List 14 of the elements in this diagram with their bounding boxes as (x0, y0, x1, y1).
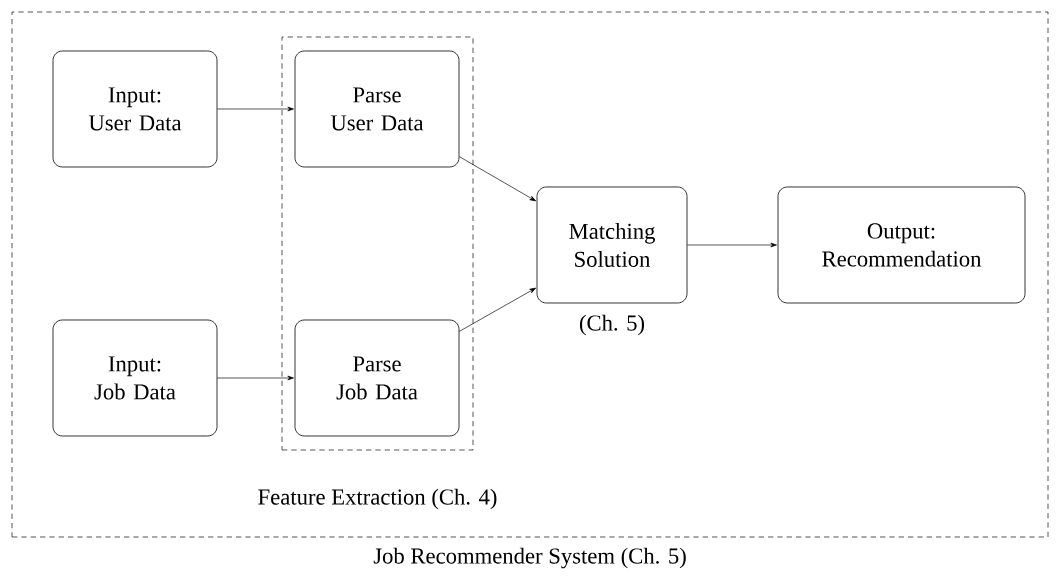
arrow (687, 242, 777, 248)
chapter-note: (Ch. 5) (579, 314, 645, 336)
process-box: Parse Job Data (294, 319, 460, 437)
process-box: Input: Job Data (52, 319, 218, 437)
process-box: Matching Solution (536, 186, 688, 304)
process-box: Parse User Data (294, 50, 460, 168)
process-box: Output: Recommendation (777, 186, 1026, 304)
arrow (459, 156, 537, 202)
group-label: Feature Extraction (Ch. 4) (258, 488, 497, 510)
group-label: Job Recommender System (Ch. 5) (373, 547, 686, 569)
arrow (459, 287, 537, 332)
process-box: Input: User Data (52, 50, 218, 168)
arrow (217, 106, 294, 112)
arrow (217, 375, 294, 381)
